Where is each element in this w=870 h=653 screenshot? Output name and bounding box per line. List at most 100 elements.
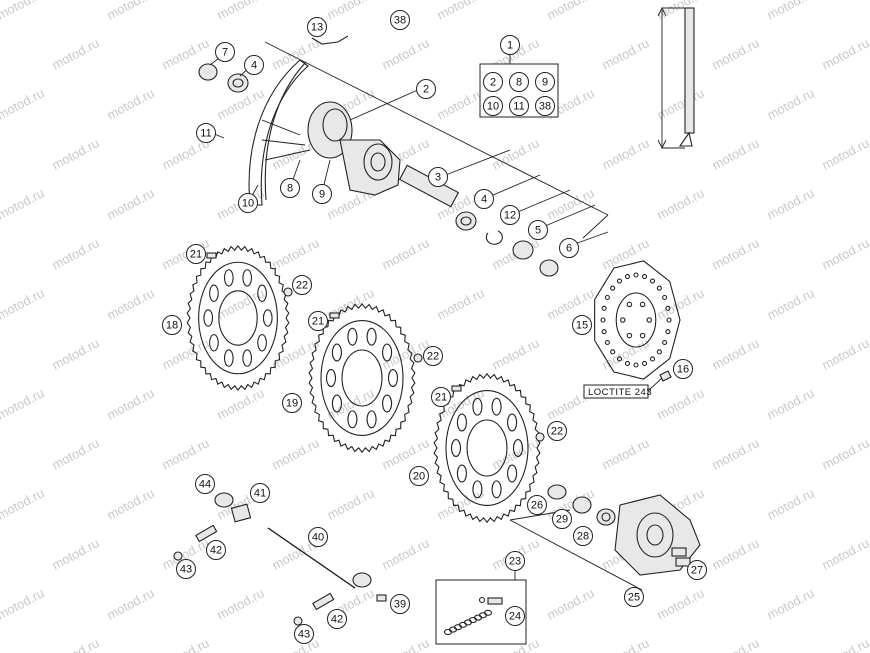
- carrier-bearing-drawings: [547, 484, 616, 526]
- callout-number: 9: [319, 189, 325, 201]
- callout-number: 21: [435, 392, 447, 404]
- bearing-and-seal-drawings: [198, 63, 559, 277]
- watermark-text: motod.ru: [709, 35, 761, 72]
- callout-c27: 27: [687, 560, 707, 580]
- watermark-text: motod.ru: [709, 235, 761, 272]
- watermark-text: motod.ru: [104, 585, 156, 622]
- watermark-text: motod.ru: [0, 485, 47, 522]
- callout-c6: 6: [559, 238, 579, 258]
- callout-number: 43: [298, 629, 310, 641]
- watermark-text: motod.ru: [764, 185, 816, 222]
- callout-c22b: 22: [423, 346, 443, 366]
- sprocket-drawing: [308, 302, 416, 454]
- watermark-text: motod.ru: [599, 235, 651, 272]
- watermark-text: motod.ru: [819, 35, 870, 72]
- watermark-text: motod.ru: [709, 435, 761, 472]
- callout-number: 44: [199, 479, 211, 491]
- watermark-text: motod.ru: [544, 185, 596, 222]
- callout-c18: 18: [162, 315, 182, 335]
- callout-number: 21: [312, 316, 324, 328]
- callout-number: 18: [166, 320, 178, 332]
- kit-item-callout: 11: [509, 96, 529, 116]
- callout-number: 24: [509, 611, 521, 623]
- callout-c26: 26: [527, 495, 547, 515]
- watermark-text: motod.ru: [0, 285, 47, 322]
- spoke-strip-drawing: [311, 35, 349, 45]
- callout-number: 8: [516, 77, 522, 89]
- callout-number: 4: [481, 194, 487, 206]
- callout-number: 42: [210, 545, 222, 557]
- callout-c9: 9: [312, 184, 332, 204]
- callout-c23: 23: [505, 551, 525, 571]
- watermark-text: motod.ru: [324, 0, 376, 23]
- kit-main-callout: 1: [500, 35, 520, 55]
- callout-number: 12: [504, 210, 516, 222]
- callout-number: 22: [296, 280, 308, 292]
- spoke-drawing: [657, 6, 695, 150]
- callout-c39: 39: [390, 594, 410, 614]
- callout-number: 38: [539, 101, 551, 113]
- callout-c43a: 43: [176, 559, 196, 579]
- watermark-text: motod.ru: [709, 535, 761, 572]
- watermark-text: motod.ru: [269, 335, 321, 372]
- watermark-text: motod.ru: [49, 135, 101, 172]
- watermark-text: motod.ru: [434, 0, 486, 23]
- callout-c20: 20: [409, 466, 429, 486]
- callout-c4b: 4: [474, 189, 494, 209]
- watermark-text: motod.ru: [434, 285, 486, 322]
- callout-c24: 24: [505, 606, 525, 626]
- watermark-text: motod.ru: [654, 385, 706, 422]
- callout-c19: 19: [282, 393, 302, 413]
- watermark-text: motod.ru: [379, 535, 431, 572]
- watermark-text: motod.ru: [214, 0, 266, 23]
- callout-c41: 41: [250, 483, 270, 503]
- watermark-text: motod.ru: [489, 135, 541, 172]
- callout-number: 29: [556, 514, 568, 526]
- callout-number: 7: [222, 47, 228, 59]
- watermark-text: motod.ru: [379, 635, 431, 653]
- watermark-text: motod.ru: [819, 535, 870, 572]
- watermark-text: motod.ru: [324, 485, 376, 522]
- callout-number: 28: [577, 531, 589, 543]
- callout-number: 40: [312, 532, 324, 544]
- watermark-text: motod.ru: [379, 35, 431, 72]
- hub-drawing: [307, 101, 401, 196]
- watermark-text: motod.ru: [654, 585, 706, 622]
- watermark-text: motod.ru: [104, 85, 156, 122]
- watermark-text: motod.ru: [159, 635, 211, 653]
- watermark-text: motod.ru: [819, 635, 870, 653]
- callout-c44: 44: [195, 474, 215, 494]
- callout-number: 26: [531, 500, 543, 512]
- watermark-text: motod.ru: [104, 385, 156, 422]
- callout-c22a: 22: [292, 275, 312, 295]
- callout-number: 2: [490, 77, 496, 89]
- callout-number: 27: [691, 565, 703, 577]
- watermark-text: motod.ru: [49, 335, 101, 372]
- watermark-text: motod.ru: [599, 635, 651, 653]
- watermark-text: motod.ru: [104, 285, 156, 322]
- watermark-text: motod.ru: [0, 185, 47, 222]
- sprocket-carrier-drawing: [614, 494, 701, 576]
- callout-c43b: 43: [294, 624, 314, 644]
- callout-c4a: 4: [244, 55, 264, 75]
- callout-number: 4: [251, 60, 257, 72]
- sprocket-drawing: [186, 244, 290, 392]
- watermark-text: motod.ru: [434, 85, 486, 122]
- kit-item-callout: 9: [535, 72, 555, 92]
- callout-c12: 12: [500, 205, 520, 225]
- watermark-text: motod.ru: [0, 385, 47, 422]
- callout-number: 22: [551, 426, 563, 438]
- sprocket-bolt-nut-drawings: [206, 252, 545, 442]
- watermark-text: motod.ru: [764, 0, 816, 23]
- loctite-label: LOCTITE 243: [588, 387, 652, 398]
- callout-number: 10: [487, 101, 499, 113]
- callout-number: 21: [190, 249, 202, 261]
- callout-c8: 8: [280, 178, 300, 198]
- watermark-text: motod.ru: [49, 535, 101, 572]
- callout-c21c: 21: [431, 387, 451, 407]
- callout-number: 9: [542, 77, 548, 89]
- callout-c38: 38: [390, 10, 410, 30]
